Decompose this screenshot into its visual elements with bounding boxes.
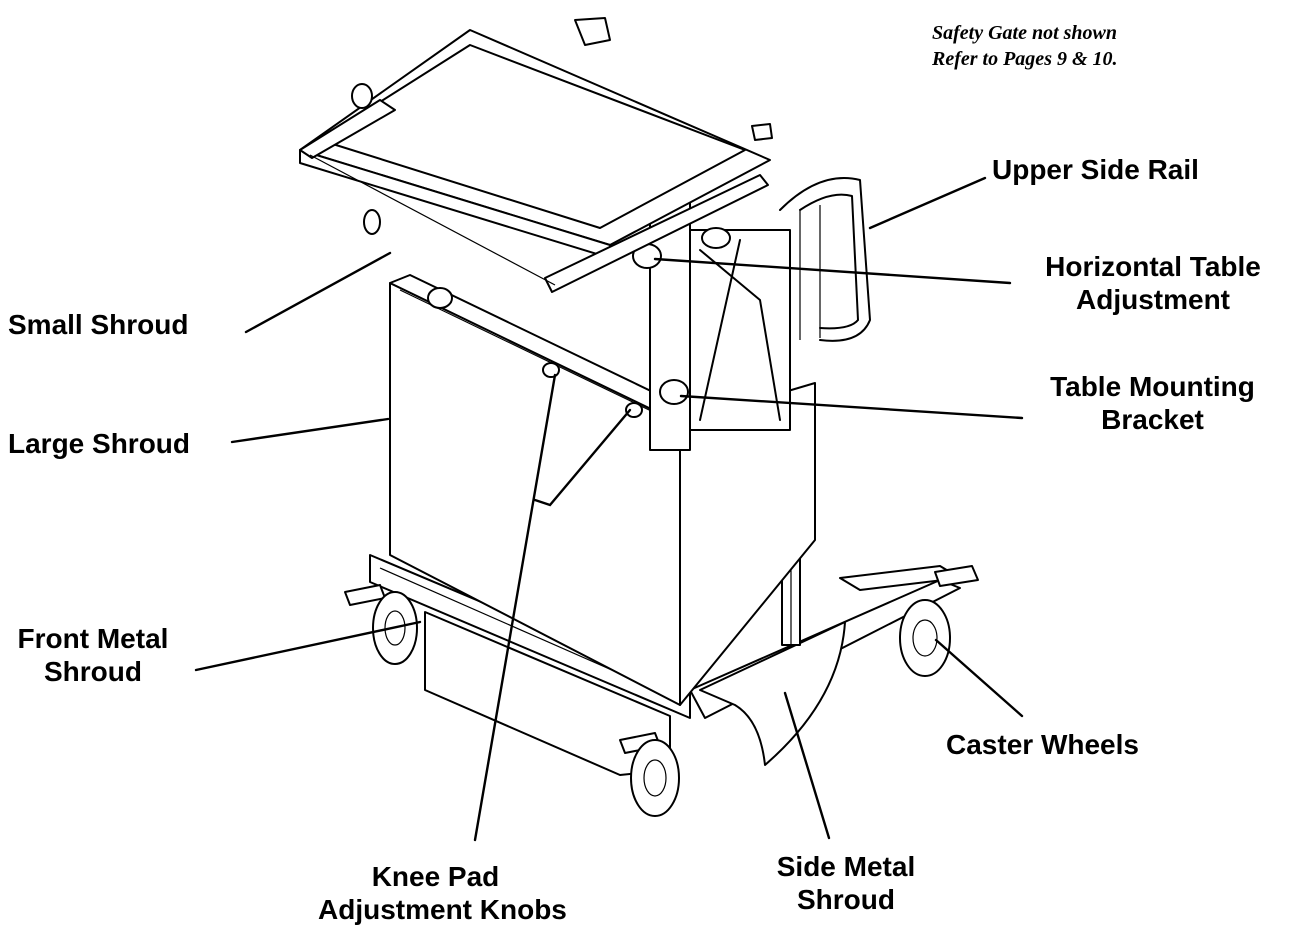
leader-knee-pad-knob-1: [473, 373, 557, 842]
label-horizontal-table-adjustment: Horizontal Table Adjustment: [1045, 251, 1261, 315]
large-shroud-shape: [389, 274, 816, 706]
safety-gate-note: Safety Gate not shown Refer to Pages 9 &…: [932, 20, 1118, 72]
label-table-mounting-bracket: Table Mounting Bracket: [1050, 371, 1255, 435]
tabletop-shape: [299, 17, 773, 293]
upper-side-rail-shape: [779, 177, 871, 342]
leader-large-shroud: [230, 417, 390, 444]
leader-side-metal-shroud: [783, 691, 831, 840]
leader-knee-pad-knob-2: [533, 408, 632, 507]
leader-small-shroud: [244, 251, 392, 334]
label-side-metal-shroud: Side Metal Shroud: [776, 851, 916, 915]
label-front-metal-shroud: Front Metal Shroud: [17, 623, 169, 687]
leader-caster-wheels: [934, 638, 1024, 718]
leader-horizontal-table-adjustment: [653, 257, 1012, 285]
leader-front-metal-shroud: [194, 620, 422, 672]
side-metal-shroud-shape: [699, 621, 846, 766]
label-large-shroud: Large Shroud: [8, 428, 191, 459]
leader-lines: [194, 176, 1024, 842]
note-line-1: Safety Gate not shown: [932, 22, 1118, 44]
label-upper-side-rail: Upper Side Rail: [992, 154, 1199, 185]
label-caster-wheels: Caster Wheels: [946, 729, 1139, 760]
leader-table-mounting-bracket: [679, 394, 1024, 420]
leader-upper-side-rail: [868, 176, 987, 230]
label-knee-pad-adjustment-knobs: Knee Pad Adjustment Knobs: [318, 861, 567, 925]
note-line-2: Refer to Pages 9 & 10.: [932, 48, 1118, 70]
label-small-shroud: Small Shroud: [8, 309, 189, 340]
